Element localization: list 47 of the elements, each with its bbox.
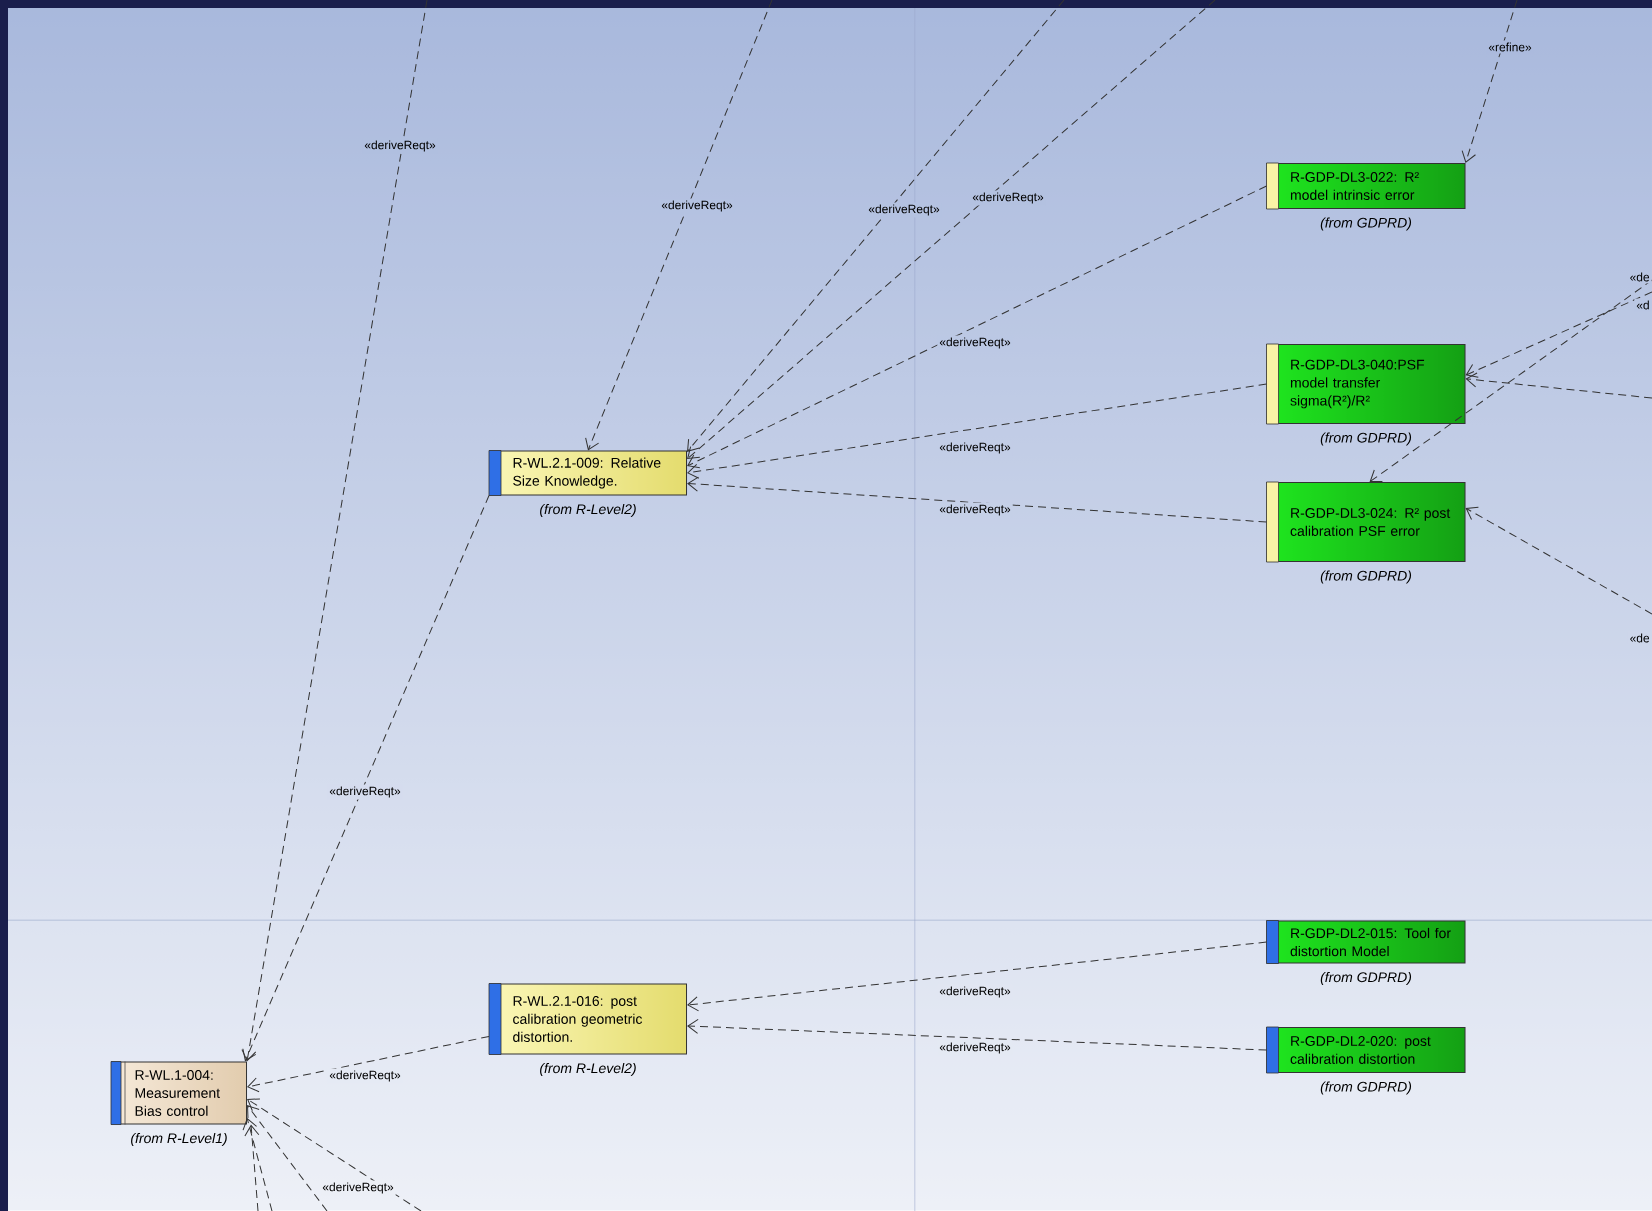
source-note: (from GDPRD) — [1320, 570, 1412, 584]
source-note: (from GDPRD) — [1320, 971, 1412, 985]
edge-label: «deriveReqt» — [659, 198, 735, 214]
arrow — [687, 476, 1267, 523]
arrow — [247, 1098, 422, 1211]
requirement-box: R-GDP-DL3-040:PSF model transfer sigma(R²)/R² — [1266, 343, 1466, 425]
arrow — [247, 1035, 490, 1093]
arrow — [241, 0, 428, 1062]
source-note: (from R-Level2) — [540, 1062, 636, 1076]
edge-label: «deriveReqt» — [937, 984, 1013, 1000]
source-note: (from R-Level1) — [131, 1132, 227, 1146]
arrow — [1465, 372, 1652, 399]
arrow — [247, 1105, 328, 1211]
arrow — [242, 1118, 273, 1211]
arrow — [687, 1018, 1267, 1051]
arrow — [1465, 291, 1652, 378]
requirement-box: R-GDP-DL3-022: R² model intrinsic error — [1266, 162, 1466, 210]
arrow — [687, 383, 1267, 479]
arrow — [687, 0, 1216, 459]
source-note: (from GDPRD) — [1320, 432, 1412, 446]
requirement-box: R-WL.1-004: Measurement Bias control — [110, 1061, 247, 1125]
source-note: (from R-Level2) — [540, 503, 636, 517]
edge-label: «deriveReqt» — [327, 784, 403, 800]
arrow — [1461, 0, 1518, 163]
arrow — [687, 0, 1065, 452]
edge-label: «deriveReqt» — [937, 335, 1013, 351]
arrow — [1465, 506, 1652, 615]
edge-label: «deriveReqt» — [320, 1180, 396, 1196]
edge-label: «deriveReqt» — [866, 202, 942, 218]
source-note: (from GDPRD) — [1320, 1081, 1412, 1095]
edge-label: «deriveReqt» — [937, 440, 1013, 456]
requirement-box: R-WL.2.1-016: post calibration geometric distortion. — [488, 983, 687, 1055]
requirement-box: R-WL.2.1-009: Relative Size Knowledge. — [488, 450, 687, 496]
source-note: (from GDPRD) — [1320, 217, 1412, 231]
edge-label: «deriveReqt» — [327, 1068, 403, 1084]
requirement-box: R-GDP-DL2-020: post calibration distortion — [1266, 1026, 1466, 1074]
requirement-box: R-GDP-DL2-015: Tool for distortion Model — [1266, 920, 1466, 964]
edge-label: «deriveReqt» — [970, 190, 1046, 206]
requirement-box: R-GDP-DL3-024: R² post calibration PSF error — [1266, 481, 1466, 563]
arrow — [242, 495, 490, 1062]
edge-label: «deriveReqt» — [937, 502, 1013, 518]
arrow — [244, 1124, 260, 1211]
arrow — [687, 941, 1267, 1012]
edge-label: «deriveReqt» — [362, 138, 438, 154]
arrow — [687, 185, 1267, 469]
arrow — [585, 0, 773, 451]
edge-label: «deriveReqt» — [937, 1040, 1013, 1056]
